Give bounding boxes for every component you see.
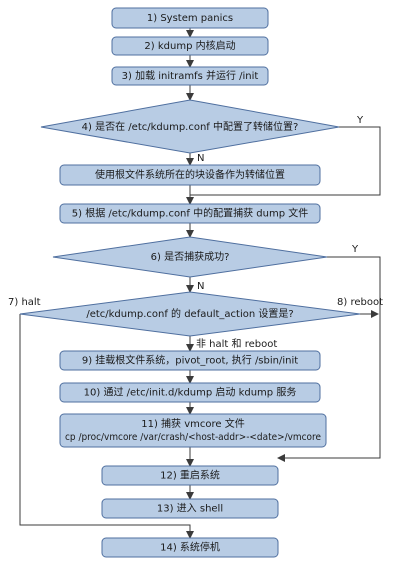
step-1-label: 1) System panics (147, 13, 233, 24)
default-branch-label: 非 halt 和 reboot (196, 338, 277, 350)
arrow-halt (19, 314, 194, 539)
arrow-4-yes (190, 126, 381, 196)
step-3-node: 3) 加载 initramfs 并运行 /init (111, 66, 269, 86)
step-11-node: 11) 捕获 vmcore 文件 cp /proc/vmcore /var/cr… (59, 413, 327, 448)
step-9-label: 9) 挂载根文件系统，pivot_root, 执行 /sbin/init (82, 354, 298, 367)
step-13-node: 13) 进入 shell (101, 498, 279, 519)
step-2-label: 2) kdump 内核启动 (144, 39, 235, 52)
no-label-step6: N (197, 281, 204, 292)
step-12-node: 12) 重启系统 (101, 465, 279, 486)
step-9-node: 9) 挂载根文件系统，pivot_root, 执行 /sbin/init (59, 350, 321, 371)
reboot-branch-label: 8) reboot (337, 297, 383, 308)
step-5-node: 5) 根据 /etc/kdump.conf 中的配置捕获 dump 文件 (59, 203, 321, 224)
step-12-label: 12) 重启系统 (160, 469, 220, 482)
decision-7-node: /etc/kdump.conf 的 default_action 设置是? (19, 291, 361, 337)
step-2-node: 2) kdump 内核启动 (111, 36, 269, 56)
step-1-node: 1) System panics (111, 7, 269, 29)
yes-label-step4: Y (356, 115, 364, 126)
step-11-label-line2: cp /proc/vmcore /var/crash/<host-addr>-<… (65, 432, 321, 443)
halt-branch-label: 7) halt (8, 297, 41, 308)
step-5-label: 5) 根据 /etc/kdump.conf 中的配置捕获 dump 文件 (72, 207, 308, 220)
no-label-step4: N (197, 153, 204, 164)
decision-6-label: 6) 是否捕获成功? (151, 250, 230, 263)
decision-7-label: /etc/kdump.conf 的 default_action 设置是? (86, 307, 293, 320)
step-14-node: 14) 系统停机 (101, 537, 279, 558)
decision-6-node: 6) 是否捕获成功? (52, 236, 328, 278)
step-10-node: 10) 通过 /etc/init.d/kdump 启动 kdump 服务 (59, 382, 321, 403)
step-3-label: 3) 加载 initramfs 并运行 /init (122, 69, 259, 82)
step-4b-label: 使用根文件系统所在的块设备作为转储位置 (95, 168, 285, 181)
connectors (19, 28, 381, 539)
decision-4-label: 4) 是否在 /etc/kdump.conf 中配置了转储位置? (82, 120, 299, 133)
step-4b-node: 使用根文件系统所在的块设备作为转储位置 (59, 164, 321, 186)
step-10-label: 10) 通过 /etc/init.d/kdump 启动 kdump 服务 (84, 386, 297, 399)
step-14-label: 14) 系统停机 (160, 541, 220, 554)
arrow-6-yes (277, 256, 381, 462)
step-11-label-line1: 11) 捕获 vmcore 文件 (141, 417, 244, 430)
step-13-label: 13) 进入 shell (157, 503, 223, 515)
decision-4-node: 4) 是否在 /etc/kdump.conf 中配置了转储位置? (40, 99, 340, 154)
yes-label-step6: Y (351, 244, 359, 255)
